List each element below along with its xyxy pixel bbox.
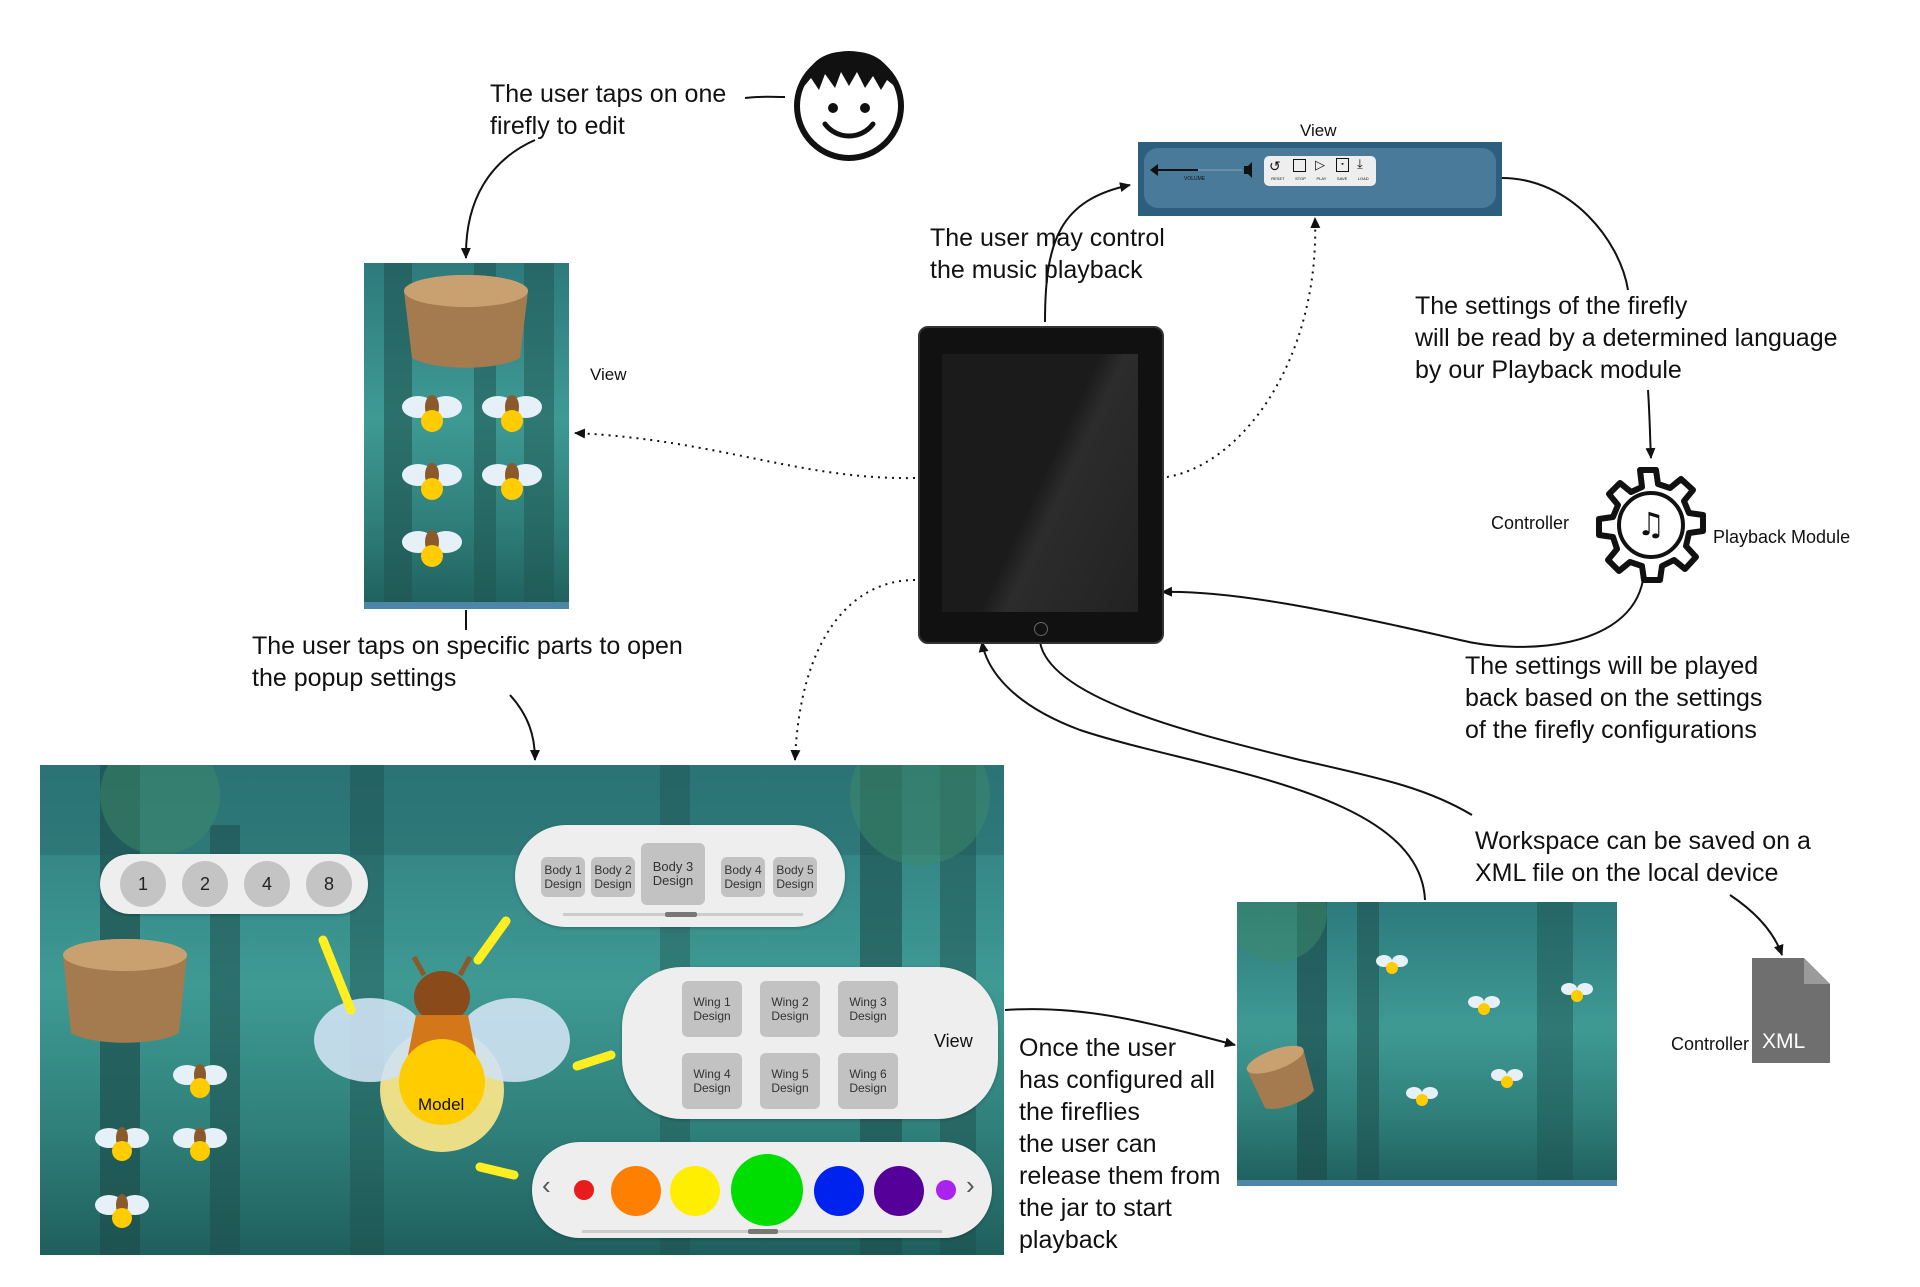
color-swatch-green[interactable] [731, 1154, 803, 1226]
user-face-icon [794, 51, 904, 161]
body-scroll-thumb[interactable] [665, 912, 697, 917]
arrow-parts-to-editor [509, 694, 540, 761]
playback-module-label: Playback Module [1713, 527, 1851, 547]
play-label: PLAY [1316, 176, 1327, 181]
color-scroll-thumb[interactable] [748, 1229, 778, 1234]
model-label: Model [418, 1095, 465, 1114]
arrow-note-to-gear [1645, 389, 1656, 459]
tablet-screen [942, 354, 1138, 612]
wing-5-design[interactable]: Wing 5 Design [760, 1053, 820, 1109]
reset-label: RESET [1271, 176, 1285, 181]
wing-3-design[interactable]: Wing 3 Design [838, 981, 898, 1037]
color-swatch-red[interactable] [574, 1180, 594, 1200]
svg-text:♫: ♫ [1637, 505, 1666, 543]
user-taps-note: The user taps on one firefly to edit [490, 80, 727, 140]
home-button[interactable] [1034, 622, 1048, 636]
wing-2-design[interactable]: Wing 2 Design [760, 981, 820, 1037]
workspace-note: Workspace can be saved on a XML file on … [1475, 827, 1811, 887]
body-design-picker: Body 1 Design Body 2 Design Body 3 Desig… [515, 825, 845, 927]
color-swatch-violet[interactable] [936, 1180, 956, 1200]
arrow-note-to-jar [460, 139, 536, 259]
line-tablet-to-workspace [1039, 641, 1473, 816]
editor-view-label: View [934, 1031, 973, 1051]
dotted-tablet-to-player [1159, 217, 1321, 479]
color-swatch-orange[interactable] [611, 1166, 661, 1216]
released-fireflies-icon[interactable] [1237, 902, 1617, 1186]
release-view-screen[interactable] [1237, 902, 1617, 1186]
count-2-button[interactable]: 2 [182, 861, 228, 907]
music-note: The user may control the music playback [930, 224, 1165, 284]
dotted-tablet-to-editor [790, 579, 916, 761]
wing-6-design[interactable]: Wing 6 Design [838, 1053, 898, 1109]
color-swatch-yellow[interactable] [670, 1166, 720, 1216]
count-1-button[interactable]: 1 [120, 861, 166, 907]
controller-playback-label: Controller [1491, 513, 1570, 533]
xml-file-icon: XML [1752, 958, 1830, 1063]
jar-view-label: View [590, 365, 627, 384]
body-3-design[interactable]: Body 3 Design [641, 843, 705, 905]
body-5-design[interactable]: Body 5 Design [773, 857, 817, 897]
wing-4-design[interactable]: Wing 4 Design [682, 1053, 742, 1109]
player-controls [1264, 156, 1376, 186]
wing-design-picker: Wing 1 Design Wing 2 Design Wing 3 Desig… [622, 967, 998, 1119]
body-4-design[interactable]: Body 4 Design [721, 857, 765, 897]
count-4-button[interactable]: 4 [244, 861, 290, 907]
count-8-button[interactable]: 8 [306, 861, 352, 907]
controller-xml-label: Controller [1671, 1034, 1750, 1054]
tablet-device [918, 326, 1164, 644]
firefly-group-icon[interactable] [364, 263, 569, 609]
editor-view-screen[interactable]: 1 2 4 8 Body 1 Design Body 2 Design Body… [40, 765, 1004, 1255]
arrow-gear-to-tablet [1161, 579, 1644, 648]
reset-icon[interactable]: ↺ [1269, 158, 1281, 174]
xml-label: XML [1762, 1030, 1806, 1053]
release-scene-background [1237, 902, 1617, 1186]
chevron-right-icon[interactable]: › [966, 1170, 975, 1200]
arrow-editor-to-scene [1004, 1008, 1236, 1048]
arrow-scene-to-tablet [978, 641, 1426, 901]
load-label: LOAD [1357, 176, 1369, 181]
dotted-tablet-to-jar [574, 428, 916, 480]
settings-note: The settings of the firefly will be read… [1415, 292, 1838, 384]
played-note: The settings will be played back based o… [1465, 652, 1763, 744]
player-view-label: View [1300, 121, 1337, 140]
body-2-design[interactable]: Body 2 Design [591, 857, 635, 897]
release-note: Once the user has configured all the fir… [1019, 1034, 1221, 1254]
color-picker: ‹ › [532, 1142, 992, 1238]
jar-view-screen[interactable] [364, 263, 569, 609]
arrow-face-to-note [744, 95, 786, 99]
color-swatch-purple[interactable] [874, 1166, 924, 1216]
save-icon[interactable]: ▪ [1336, 158, 1349, 172]
volume-label: VOLUME [1184, 176, 1206, 182]
volume-slider[interactable] [1148, 156, 1258, 186]
player-button-labels: RESET STOP PLAY SAVE LOAD [1266, 176, 1374, 181]
body-1-design[interactable]: Body 1 Design [541, 857, 585, 897]
arrow-music-to-player [1044, 182, 1131, 323]
gear-icon: ♫ [1596, 467, 1706, 583]
arrow-workspace-to-xml [1729, 894, 1784, 956]
parts-note: The user taps on specific parts to open … [252, 632, 683, 692]
save-label: SAVE [1336, 176, 1348, 181]
count-selector: 1 2 4 8 [100, 854, 368, 914]
play-icon[interactable]: ▷ [1315, 157, 1325, 172]
stop-label: STOP [1295, 176, 1306, 181]
color-swatch-blue[interactable] [814, 1166, 864, 1216]
arrow-player-to-note [1501, 177, 1629, 291]
chevron-left-icon[interactable]: ‹ [542, 1170, 551, 1200]
player-bar-screen[interactable]: VOLUME ↺ ▷ ▪ ⤓ RESET STOP PLAY SAVE LOAD [1138, 142, 1502, 216]
wing-1-design[interactable]: Wing 1 Design [682, 981, 742, 1037]
load-icon[interactable]: ⤓ [1357, 156, 1363, 171]
stop-icon[interactable] [1293, 159, 1306, 172]
